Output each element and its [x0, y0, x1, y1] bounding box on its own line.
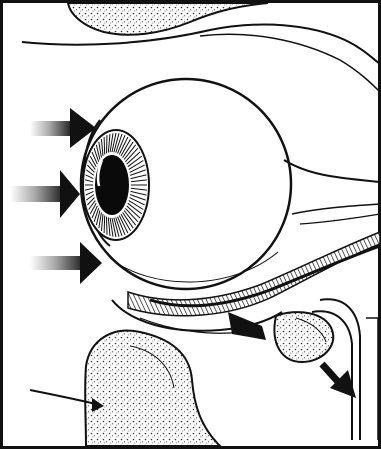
incoming-arrow-bottom: [30, 242, 102, 284]
extraocular-muscle: [284, 160, 380, 224]
outgoing-arrow: [322, 364, 356, 398]
orbital-floor-bone: [85, 331, 220, 446]
orbital-roof-bone: [22, 3, 380, 92]
incoming-arrow-middle: [10, 170, 80, 218]
lacrimal-sac: [274, 312, 333, 362]
iris-striation: [107, 135, 108, 153]
iris-striation: [104, 137, 105, 155]
iris-striation: [107, 217, 108, 235]
incoming-arrow-top: [30, 108, 96, 148]
iris-striation: [104, 216, 105, 234]
